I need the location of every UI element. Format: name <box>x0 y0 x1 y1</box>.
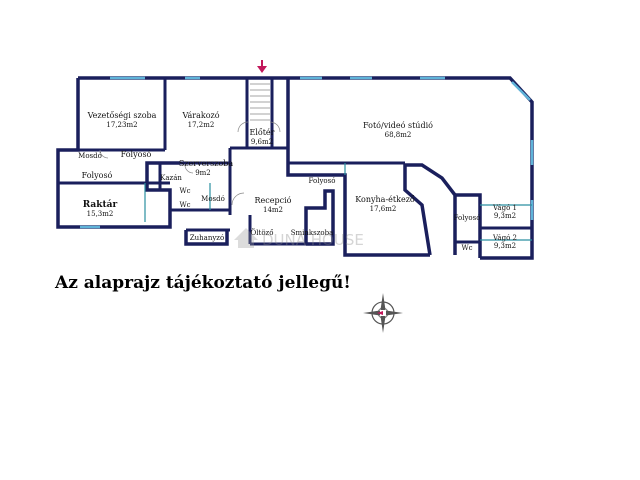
vago1-label: Vágó 1 <box>492 204 517 212</box>
studio-label: Fotó/videó stúdió <box>363 121 433 130</box>
eloter-label: Előtér <box>250 128 275 137</box>
house-logo-icon <box>234 228 258 248</box>
sminkszoba-label: Sminkszoba <box>291 229 334 237</box>
kazan-label: Kazán <box>160 174 182 182</box>
duna-house-watermark: DUNA HOUSE <box>234 228 364 249</box>
eloter-area: 9,6m2 <box>251 138 273 146</box>
vezetosegi-szoba-area: 17,23m2 <box>106 121 137 129</box>
folyoso-label-1: Folyosó <box>121 150 152 159</box>
vezetosegi-szoba-label: Vezetőségi szoba <box>87 111 157 120</box>
vago1-area: 9,3m2 <box>494 212 516 220</box>
konyha-label: Konyha-étkező <box>355 195 415 204</box>
windows <box>80 76 534 229</box>
recepcio-label: Recepció <box>255 196 292 205</box>
folyoso-label-4: Folyosó <box>454 214 481 222</box>
raktar-area: 15,3m2 <box>87 210 114 218</box>
folyoso-label-2: Folyosó <box>82 171 113 180</box>
zuhanyzo-label: Zuhanyzó <box>190 234 224 242</box>
disclaimer-caption: Az alaprajz tájékoztató jellegű! <box>55 273 351 293</box>
varakozo-area: 17,2m2 <box>188 121 215 129</box>
door-swings <box>99 121 281 206</box>
vago2-area: 9,3m2 <box>494 242 516 250</box>
entrance-arrow <box>257 60 267 73</box>
konyha-area: 17,6m2 <box>370 205 397 213</box>
szerverszoba-label: Szerverszoba <box>179 159 234 168</box>
wc-label-1: Wc <box>179 187 190 195</box>
stairs <box>250 83 270 121</box>
olto-label: Öltöző <box>251 228 274 237</box>
folyoso-label-3: Folyosó <box>309 177 336 185</box>
szerverszoba-area: 9m2 <box>195 169 211 177</box>
inner-walls <box>58 78 532 246</box>
teal-partitions <box>144 163 532 241</box>
wc-label-3: Wc <box>461 244 472 252</box>
vago2-label: Vágó 2 <box>492 234 517 242</box>
studio-area: 68,8m2 <box>385 131 412 139</box>
mosdo-label-1: Mosdó <box>78 152 102 160</box>
wc-label-2: Wc <box>179 201 190 209</box>
watermark-text: DUNA HOUSE <box>262 231 364 249</box>
compass-icon <box>363 293 403 333</box>
varakozo-label: Várakozó <box>181 111 219 120</box>
recepcio-area: 14m2 <box>263 206 283 214</box>
raktar-label: Raktár <box>83 199 118 210</box>
mosdo-label-2: Mosdó <box>201 195 225 203</box>
